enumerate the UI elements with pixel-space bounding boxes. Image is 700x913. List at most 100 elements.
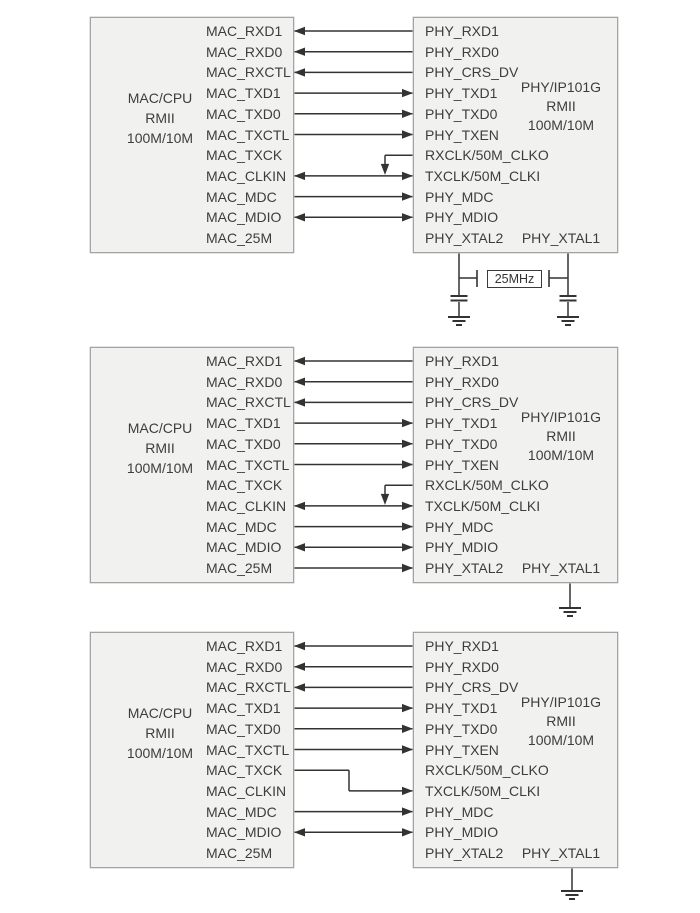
phy-signal-label: PHY_MDC <box>425 188 494 205</box>
mac-signal-label: MAC_TXCTL <box>206 126 290 143</box>
arrow-into-phy <box>402 703 413 713</box>
arrow-into-mac <box>294 356 305 366</box>
arrow-into-mac <box>294 213 305 222</box>
arrow-into-mac <box>294 26 305 36</box>
mac-signal-label: MAC_MDC <box>206 518 277 535</box>
phy-signal-label: PHY_TXD0 <box>425 435 498 452</box>
arrow-into-phy <box>402 563 413 573</box>
mac-title-line: MAC/CPU <box>127 705 193 721</box>
phy-xtal1-label: PHY_XTAL1 <box>521 560 601 576</box>
arrow-into-phy <box>402 543 413 552</box>
arrow-into-mac <box>294 662 305 671</box>
mac-signal-label: MAC_RXD1 <box>206 638 283 654</box>
mac-title-line: MAC/CPU <box>127 90 193 106</box>
mac-signal-label: MAC_RXCTL <box>206 394 291 411</box>
mac-signal-label: MAC_RXCTL <box>206 64 291 81</box>
arrow-into-mac <box>294 68 305 77</box>
arrow-into-phy <box>402 439 413 448</box>
mac-signal-label: MAC_TXD0 <box>206 435 281 452</box>
phy-title-line: PHY/IP101G <box>520 694 602 710</box>
mac-signal-label: MAC_TXD0 <box>206 105 281 122</box>
phy-signal-label: PHY_MDC <box>425 803 494 820</box>
phy-signal-label: PHY_XTAL2 <box>425 845 504 861</box>
mac-signal-label: MAC_TXD1 <box>206 700 281 717</box>
arrow-into-phy <box>402 460 413 469</box>
phy-signal-label: PHY_TXEN <box>425 456 499 473</box>
arrow-into-mac <box>294 501 305 511</box>
phy-signal-label: PHY_CRS_DV <box>425 679 519 696</box>
phy-signal-label: PHY_TXD1 <box>425 85 498 102</box>
phy-signal-label: PHY_MDIO <box>425 209 499 226</box>
phy-signal-label: PHY_MDIO <box>425 824 499 841</box>
arrow-into-mac <box>294 828 305 837</box>
arrow-down <box>380 493 390 505</box>
arrow-into-phy <box>402 786 413 796</box>
mac-signal-label: MAC_MDC <box>206 803 277 820</box>
mac-title-line: 100M/10M <box>126 460 194 476</box>
mac-signal-label: MAC_RXD0 <box>206 43 283 60</box>
arrow-into-phy <box>402 88 413 98</box>
mac-signal-label: MAC_MDC <box>206 188 277 205</box>
phy-signal-label: PHY_CRS_DV <box>425 394 519 411</box>
mac-signal-label: MAC_TXCTL <box>206 456 290 473</box>
phy-signal-label: PHY_MDIO <box>425 539 499 556</box>
mac-box <box>90 632 294 868</box>
arrow-into-phy <box>402 109 413 118</box>
phy-signal-label: PHY_TXEN <box>425 741 499 758</box>
arrow-into-phy <box>402 171 413 181</box>
mac-box <box>90 17 294 253</box>
arrow-into-phy <box>402 418 413 428</box>
arrow-into-phy <box>402 807 413 816</box>
phy-signal-label: PHY_RXD1 <box>425 353 499 369</box>
phy-signal-label: PHY_RXD0 <box>425 43 499 60</box>
mac-box <box>90 347 294 583</box>
arrow-into-phy <box>402 130 413 139</box>
phy-title-line: RMII <box>546 428 576 444</box>
mac-signal-label: MAC_TXCTL <box>206 741 290 758</box>
mac-signal-label: MAC_RXD0 <box>206 373 283 390</box>
phy-box <box>413 347 618 583</box>
phy-title-line: PHY/IP101G <box>520 79 602 95</box>
mac-signal-label: MAC_RXD1 <box>206 23 283 39</box>
phy-xtal1-label: PHY_XTAL1 <box>521 230 601 246</box>
arrow-into-mac <box>294 398 305 407</box>
mac-signal-label: MAC_25M <box>206 560 273 576</box>
phy-signal-label: PHY_CRS_DV <box>425 64 519 81</box>
phy-signal-label: RXCLK/50M_CLKO <box>425 762 549 779</box>
phy-title-line: 100M/10M <box>527 447 595 463</box>
phy-signal-label: PHY_RXD1 <box>425 638 499 654</box>
mac-signal-label: MAC_CLKIN <box>206 167 287 184</box>
arrow-down <box>380 163 390 175</box>
phy-signal-label: PHY_TXD0 <box>425 105 498 122</box>
phy-title-line: 100M/10M <box>527 732 595 748</box>
mac-signal-label: MAC_TXCK <box>206 762 283 779</box>
mac-title-line: MAC/CPU <box>127 420 193 436</box>
mac-signal-label: MAC_25M <box>206 230 273 246</box>
mac-signal-label: MAC_25M <box>206 845 273 861</box>
phy-signal-label: TXCLK/50M_CLKI <box>425 167 541 184</box>
arrow-into-mac <box>294 641 305 651</box>
mac-signal-label: MAC_TXCK <box>206 477 283 494</box>
phy-signal-label: PHY_TXD1 <box>425 700 498 717</box>
arrow-into-mac <box>294 683 305 692</box>
arrow-into-phy <box>402 501 413 511</box>
crystal-label: 25MHz <box>487 270 542 288</box>
phy-signal-label: PHY_XTAL2 <box>425 560 504 576</box>
arrow-into-phy <box>402 213 413 222</box>
mac-signal-label: MAC_RXD0 <box>206 658 283 675</box>
mac-signal-label: MAC_MDIO <box>206 824 282 841</box>
phy-title-line: RMII <box>546 98 576 114</box>
arrow-into-mac <box>294 47 305 56</box>
arrow-into-mac <box>294 543 305 552</box>
mac-signal-label: MAC_RXD1 <box>206 353 283 369</box>
phy-title-line: PHY/IP101G <box>520 409 602 425</box>
arrow-into-phy <box>402 745 413 754</box>
mac-title-line: 100M/10M <box>126 745 194 761</box>
phy-signal-label: PHY_RXD0 <box>425 373 499 390</box>
phy-title-line: 100M/10M <box>527 117 595 133</box>
